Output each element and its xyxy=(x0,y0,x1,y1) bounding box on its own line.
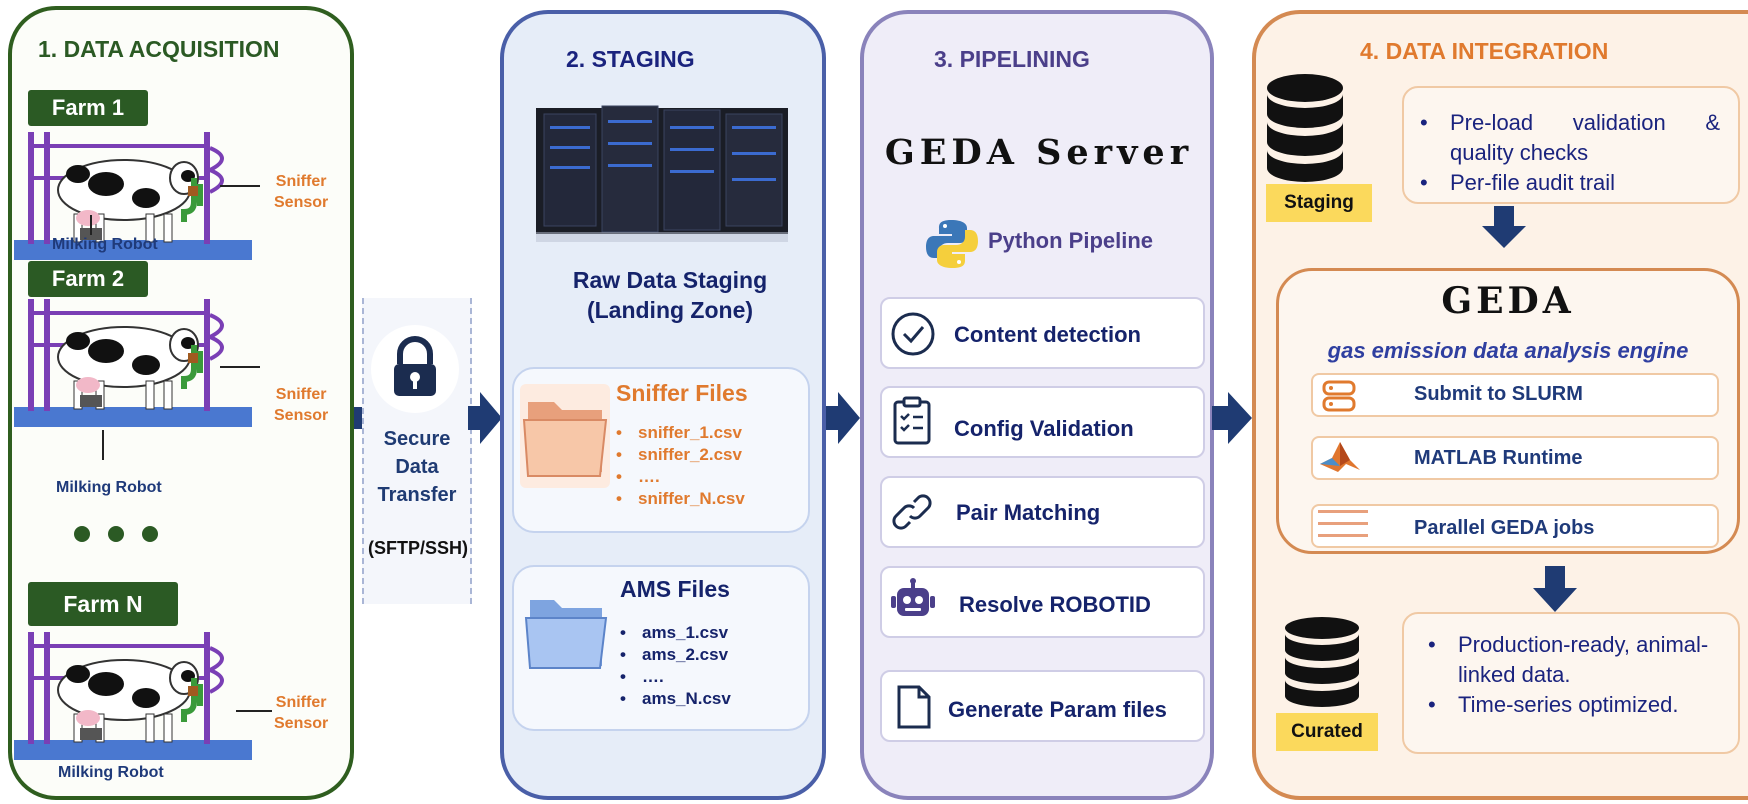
staging-title: 2. STAGING xyxy=(566,46,695,72)
folder-icon-blue xyxy=(524,600,608,669)
sniffer-file-item: sniffer_2.csv xyxy=(616,444,745,466)
step-label-config-validation: Config Validation xyxy=(954,416,1134,441)
step-generate-param-files xyxy=(880,670,1205,742)
tool-label-parallel-geda-jobs: Parallel GEDA jobs xyxy=(1414,517,1595,539)
step-label-resolve-robotid: Resolve ROBOTID xyxy=(959,592,1151,617)
down-arrow-1 xyxy=(1494,206,1514,228)
step-pair-matching xyxy=(880,476,1205,548)
ams-files-title: AMS Files xyxy=(620,576,730,602)
farm-1-tag: Farm 1 xyxy=(28,90,148,126)
geda-subtitle: gas emission data analysis engine xyxy=(1327,338,1689,363)
ams-file-list: ams_1.csv ams_2.csv …. ams_N.csv xyxy=(620,622,731,710)
milking-robot-label-2: Milking Robot xyxy=(56,479,162,496)
sniffer-file-item: sniffer_1.csv xyxy=(616,422,745,444)
staging-note-item: Pre-load validation & quality checks xyxy=(1420,108,1720,168)
landing-zone-title: Raw Data Staging (Landing Zone) xyxy=(572,267,768,323)
ams-file-item: …. xyxy=(620,666,731,688)
tool-parallel-geda-jobs xyxy=(1311,504,1719,548)
curated-database-icon xyxy=(1285,617,1359,707)
curated-note-item: Production-ready, animal-linked data. xyxy=(1428,630,1728,690)
cow-milking-illustration-2 xyxy=(14,299,252,427)
ams-file-item: ams_N.csv xyxy=(620,688,731,710)
lines-icon xyxy=(1318,510,1368,537)
sniffer-file-item: …. xyxy=(616,466,745,488)
cow-milking-illustration-1 xyxy=(14,132,252,260)
step-label-pair-matching: Pair Matching xyxy=(956,500,1101,525)
ams-file-item: ams_2.csv xyxy=(620,644,731,666)
pipelining-title: 3. PIPELINING xyxy=(934,46,1090,72)
farm-2-tag: Farm 2 xyxy=(28,261,148,297)
curated-note-item: Time-series optimized. xyxy=(1428,690,1728,720)
farm-n-tag: Farm N xyxy=(28,582,178,626)
curated-notes-list: Production-ready, animal-linked data. Ti… xyxy=(1428,630,1728,720)
sensor-leader-line-1 xyxy=(220,185,260,187)
folder-icon-orange xyxy=(520,384,610,488)
staging-database-icon xyxy=(1267,74,1343,182)
check-circle-icon xyxy=(891,312,935,356)
down-arrow-2 xyxy=(1545,566,1565,590)
transfer-protocol-label: (SFTP/SSH) xyxy=(367,538,468,558)
sniffer-file-list: sniffer_1.csv sniffer_2.csv …. sniffer_N… xyxy=(616,422,745,510)
sensor-leader-line-n xyxy=(236,710,272,712)
sniffer-file-item: sniffer_N.csv xyxy=(616,488,745,510)
clipboard-check-icon xyxy=(893,396,931,445)
curated-badge: Curated xyxy=(1276,713,1378,751)
server-rack-image xyxy=(536,105,788,242)
robot-leader-line-1 xyxy=(90,215,92,235)
arrow-to-integration-icon xyxy=(1212,392,1252,444)
server-icon xyxy=(1322,380,1356,412)
integration-title: 4. DATA INTEGRATION xyxy=(1360,38,1609,64)
tool-label-matlab-runtime: MATLAB Runtime xyxy=(1414,447,1583,469)
milking-robot-label-1: Milking Robot xyxy=(52,236,158,253)
secure-transfer-label: Secure Data Transfer xyxy=(377,428,457,506)
milking-robot-label-n: Milking Robot xyxy=(58,764,164,781)
arrow-to-staging-icon xyxy=(468,392,502,444)
sensor-leader-line-2 xyxy=(220,366,260,368)
ams-file-item: ams_1.csv xyxy=(620,622,731,644)
down-arrowhead-2 xyxy=(1533,588,1577,612)
tool-matlab-runtime xyxy=(1311,436,1719,480)
sniffer-files-title: Sniffer Files xyxy=(616,380,748,406)
step-label-content-detection: Content detection xyxy=(954,322,1141,347)
acquisition-title: 1. DATA ACQUISITION xyxy=(38,36,280,62)
padlock-icon xyxy=(371,325,459,413)
geda-server-title: GEDA Server xyxy=(884,132,1194,173)
step-label-generate-param-files: Generate Param files xyxy=(948,697,1167,722)
matlab-icon xyxy=(1320,442,1360,472)
step-config-validation xyxy=(880,386,1205,458)
python-pipeline-label: Python Pipeline xyxy=(988,228,1154,253)
staging-notes-list: Pre-load validation & quality checks Per… xyxy=(1420,108,1720,198)
python-logo-icon xyxy=(926,220,978,268)
robot-leader-line-2 xyxy=(102,430,104,460)
file-icon xyxy=(897,685,931,729)
staging-badge: Staging xyxy=(1266,184,1372,222)
staging-note-item: Per-file audit trail xyxy=(1420,168,1720,198)
geda-title: GEDA xyxy=(1441,280,1575,322)
tool-label-submit-slurm: Submit to SLURM xyxy=(1414,383,1583,405)
robot-icon xyxy=(891,578,935,616)
down-arrowhead-1 xyxy=(1482,226,1526,248)
cow-milking-illustration-n xyxy=(14,632,252,760)
link-icon xyxy=(892,494,932,530)
tool-submit-slurm xyxy=(1311,373,1719,417)
more-farms-dots xyxy=(74,526,164,542)
arrow-to-pipelining-icon xyxy=(826,392,860,444)
